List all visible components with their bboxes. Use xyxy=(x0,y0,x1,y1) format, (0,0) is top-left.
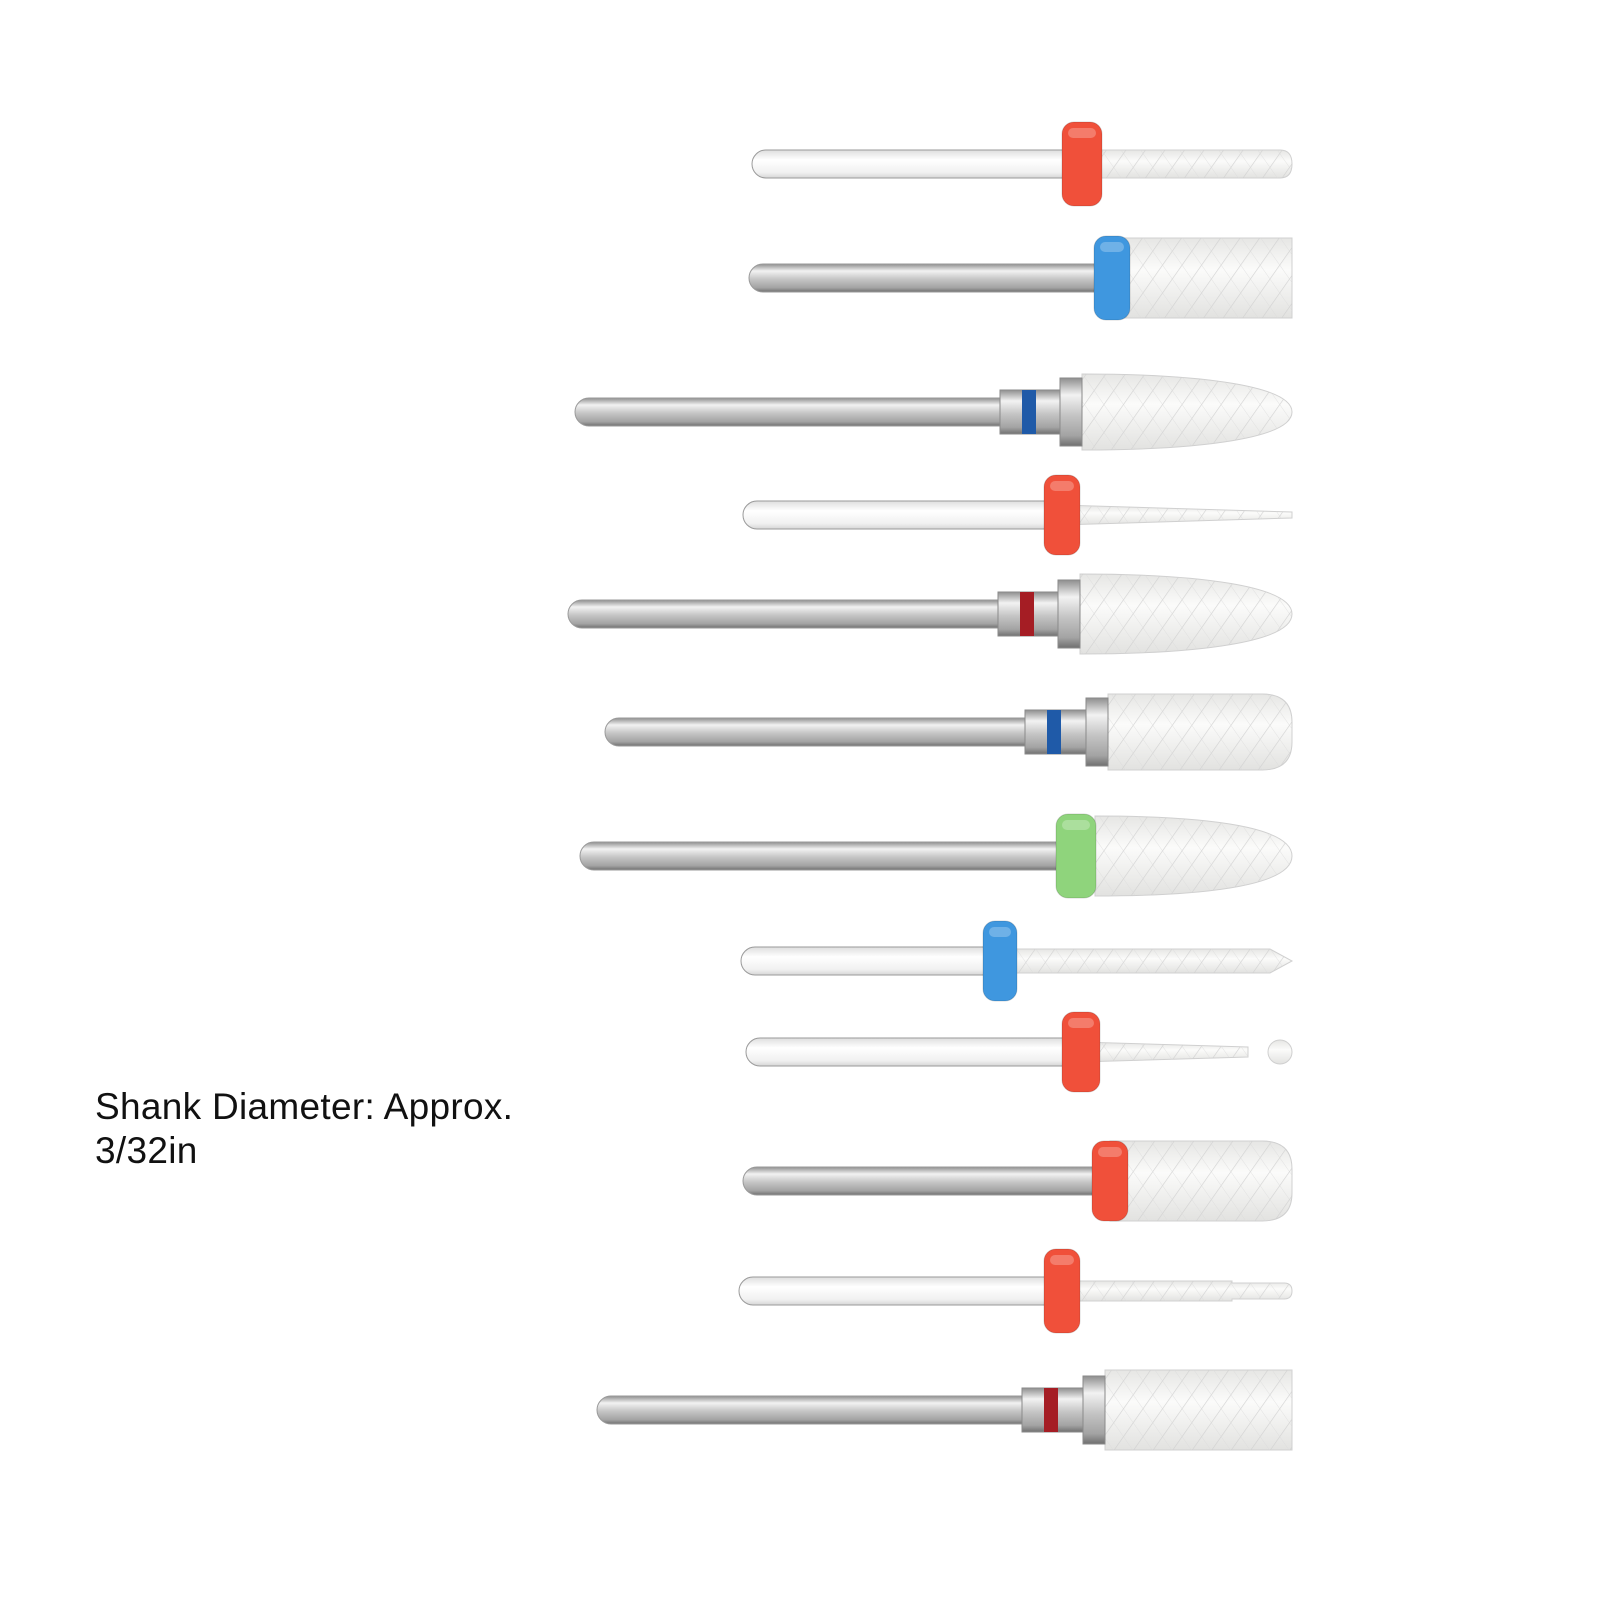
bit-11-color-band xyxy=(1043,1248,1081,1334)
bit-5-color-ring xyxy=(1020,592,1034,636)
bit-5-flutes-cross xyxy=(1080,574,1292,654)
bit-8-band-highlight xyxy=(989,927,1011,937)
shank-diameter-caption: Shank Diameter: Approx. 3/32in xyxy=(95,1085,655,1173)
bit-4-flutes-cross xyxy=(1060,505,1292,525)
bit-9-band-highlight xyxy=(1068,1018,1094,1028)
bit-3-flutes-cross xyxy=(1082,374,1292,450)
bit-12-collar-step xyxy=(1082,1375,1106,1445)
bit-12-shank xyxy=(596,1395,1043,1425)
bit-7-shank xyxy=(579,841,1077,871)
bit-4 xyxy=(742,474,1293,556)
bit-6-collar-step xyxy=(1085,697,1109,767)
bit-7 xyxy=(579,813,1293,899)
bit-7-band-highlight xyxy=(1062,820,1090,830)
bit-4-shank xyxy=(742,500,1065,530)
bit-1-band-highlight xyxy=(1068,128,1096,138)
bit-1-color-band xyxy=(1061,121,1103,207)
bit-1-flutes-cross xyxy=(1100,150,1292,178)
bit-9-color-band xyxy=(1061,1011,1101,1093)
bit-12-flutes-cross xyxy=(1105,1370,1292,1450)
bit-6-shank xyxy=(604,717,1046,747)
bit-5-collar-step xyxy=(1057,579,1081,649)
bit-6-color-ring xyxy=(1047,710,1061,754)
bit-8-color-band xyxy=(982,920,1018,1002)
bit-8-shank xyxy=(740,946,1004,976)
bit-1-shank xyxy=(751,149,1083,179)
bit-3-shank xyxy=(574,397,1021,427)
bit-11-flutes-cross xyxy=(1062,1281,1292,1301)
bit-2 xyxy=(748,235,1293,321)
caption-line-2: 3/32in xyxy=(95,1130,198,1171)
bit-10 xyxy=(742,1140,1293,1222)
bit-7-color-band xyxy=(1055,813,1097,899)
bit-6-flutes-cross xyxy=(1108,694,1292,770)
bit-10-color-band xyxy=(1091,1140,1129,1222)
bit-10-flutes-cross xyxy=(1110,1141,1292,1221)
bit-1 xyxy=(751,121,1293,207)
bit-12-color-ring xyxy=(1044,1388,1058,1432)
bit-11 xyxy=(738,1248,1293,1334)
bit-12 xyxy=(596,1369,1293,1451)
bit-11-band-highlight xyxy=(1050,1255,1074,1265)
bit-2-flutes-cross xyxy=(1112,238,1292,318)
bit-5 xyxy=(567,573,1293,655)
bit-10-shank xyxy=(742,1166,1113,1196)
bit-2-band-highlight xyxy=(1100,242,1124,252)
caption-line-1: Shank Diameter: Approx. xyxy=(95,1086,514,1127)
bit-9-ball-tip xyxy=(1267,1039,1293,1065)
bit-2-shank xyxy=(748,263,1115,293)
bit-9 xyxy=(745,1011,1293,1093)
bit-2-color-band xyxy=(1093,235,1131,321)
bit-6 xyxy=(604,693,1293,771)
bit-9-shank xyxy=(745,1037,1083,1067)
bit-4-color-band xyxy=(1043,474,1081,556)
bit-8 xyxy=(740,920,1294,1002)
bit-8-flutes-cross xyxy=(1000,949,1292,973)
bit-3 xyxy=(574,373,1293,451)
bit-7-flutes-cross xyxy=(1095,816,1292,896)
bit-3-collar-step xyxy=(1059,377,1083,447)
bit-4-band-highlight xyxy=(1050,481,1074,491)
bit-9-flutes-cross xyxy=(1080,1042,1248,1062)
bit-5-shank xyxy=(567,599,1019,629)
bit-10-band-highlight xyxy=(1098,1147,1122,1157)
bit-3-color-ring xyxy=(1022,390,1036,434)
bit-11-shank xyxy=(738,1276,1065,1306)
